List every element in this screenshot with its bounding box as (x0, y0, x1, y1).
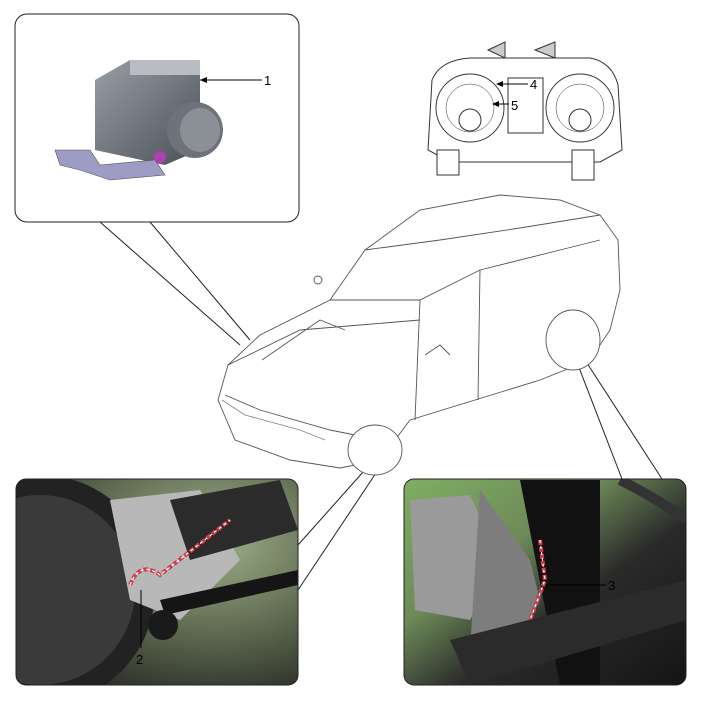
callout-2: 2 (136, 652, 143, 667)
abs-module-image (54, 60, 223, 181)
front-wheel-sensor-panel: 2 (15, 478, 299, 686)
callout-5: 5 (511, 98, 518, 113)
abs-unit-panel: 1 (14, 13, 300, 223)
callout-1: 1 (264, 73, 271, 88)
callout-4: 4 (530, 77, 537, 92)
callout-3: 3 (608, 578, 615, 593)
rear-wheel-sensor-panel: 3 (403, 478, 687, 686)
instrument-cluster (427, 41, 623, 181)
leader-lines (99, 221, 663, 591)
vehicle-outline (217, 194, 621, 476)
